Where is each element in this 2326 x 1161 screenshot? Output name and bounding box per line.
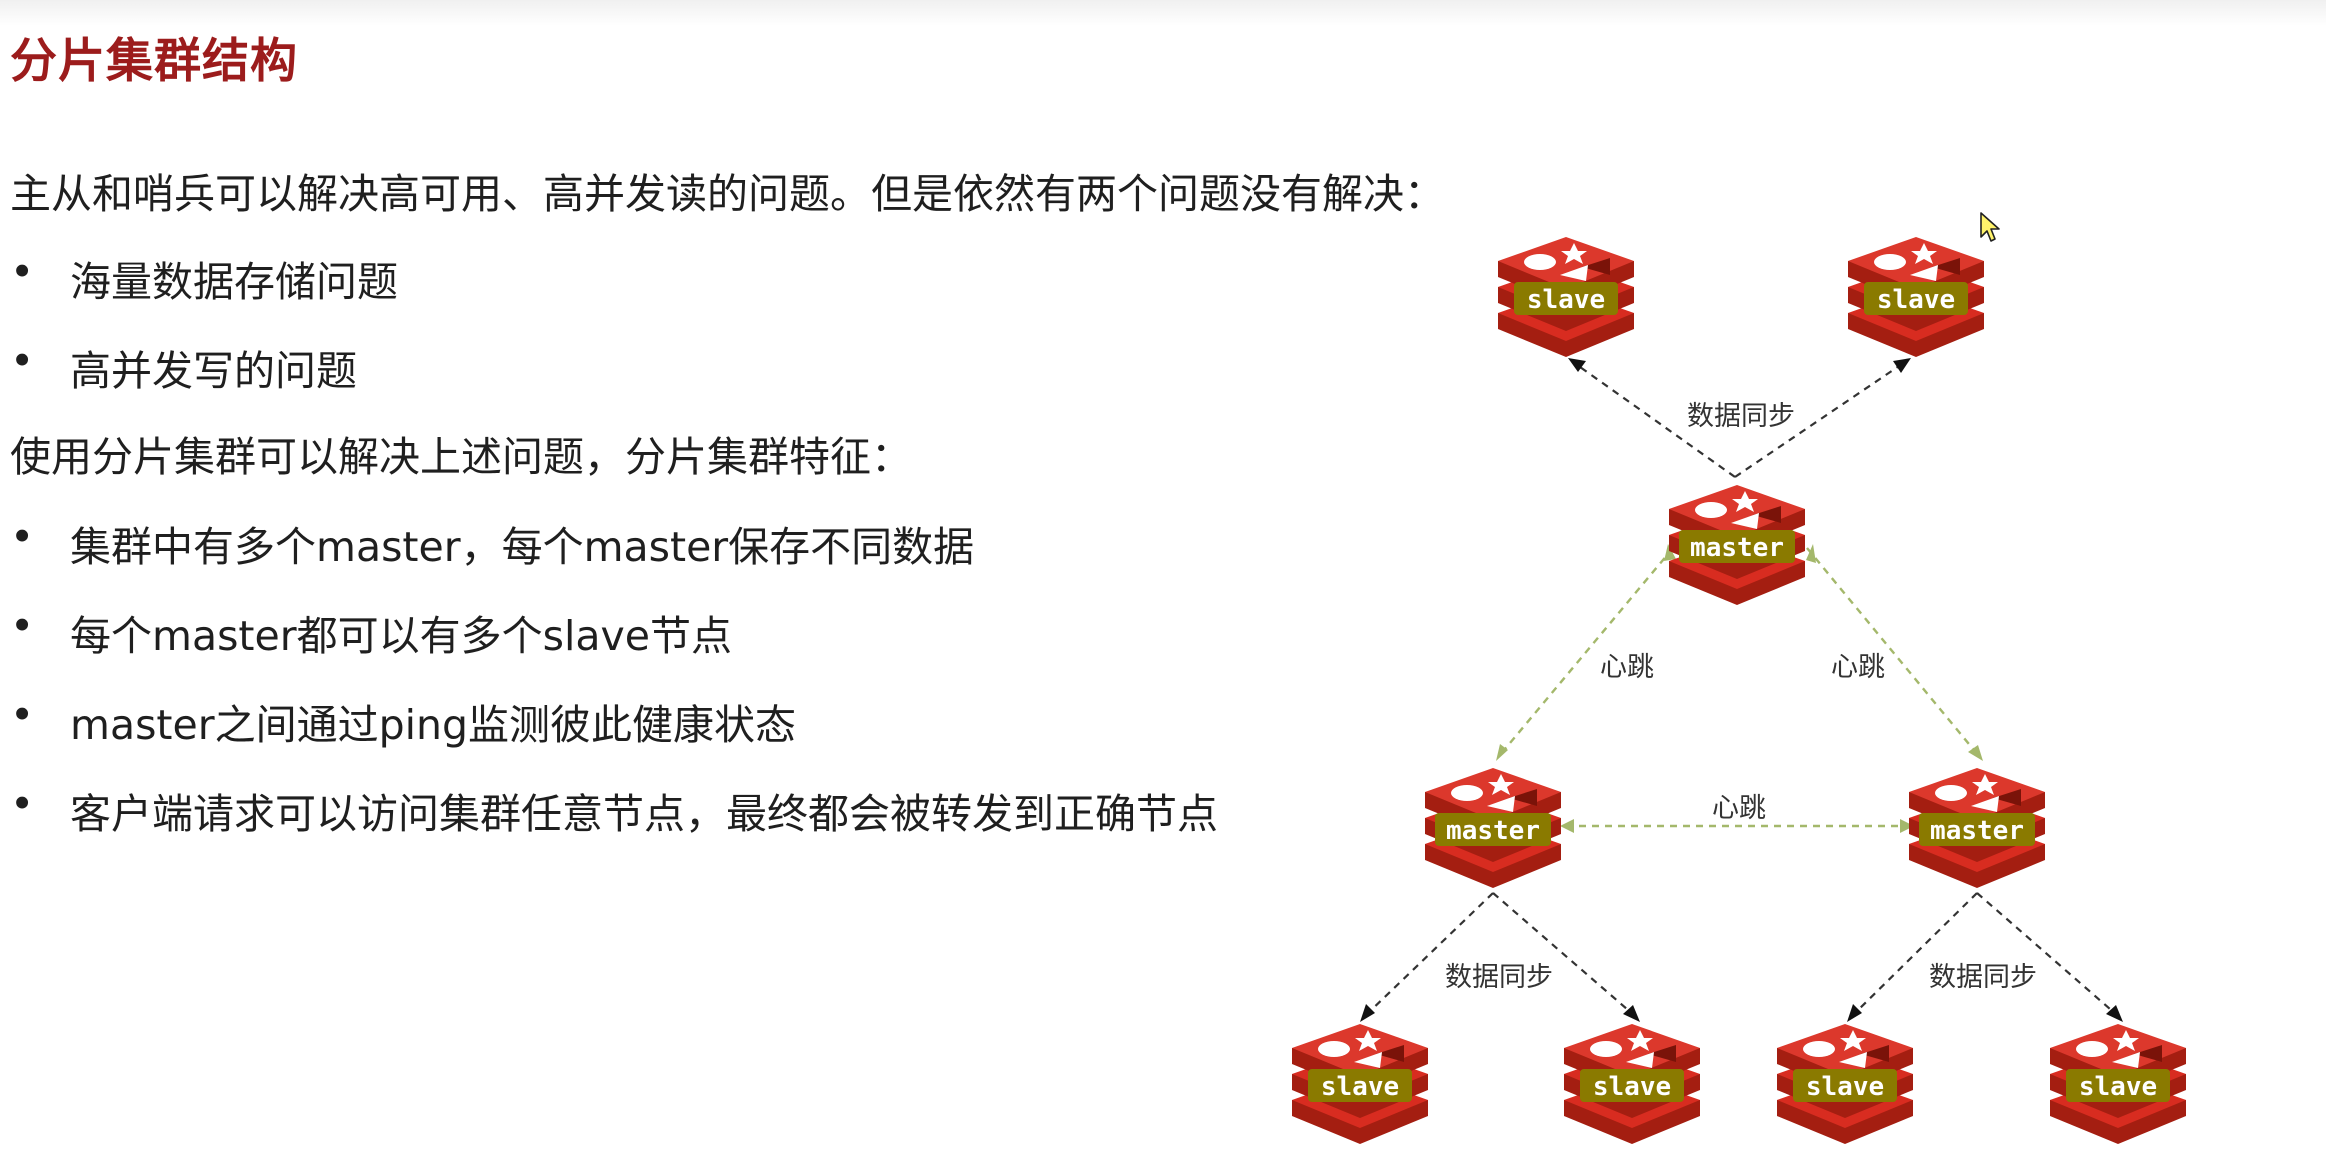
heartbeat-arrows [1499,547,1979,828]
heartbeat-label: 心跳 [1712,793,1766,824]
heartbeat-label: 心跳 [1600,652,1654,683]
bullet: • [10,602,35,650]
arrowhead [1623,1005,1640,1022]
node-label-bg [1435,813,1551,846]
heartbeat-arrow [1499,547,1674,756]
redis-master-node: master [1425,768,1561,888]
bullet: • [10,337,35,385]
redis-slave-node: slave [1848,237,1984,357]
node-label: slave [1593,1072,1671,1102]
sync-arrows [1364,361,2119,1017]
arrowhead [1496,744,1508,761]
arrowhead [1568,358,1586,372]
redis-slave-node: slave [1498,237,1634,357]
intro-text: 主从和哨兵可以解决高可用、高并发读的问题。但是依然有两个问题没有解决： [10,170,1445,218]
arrowhead [1560,819,1574,833]
redis-slave-node: slave [2050,1024,2186,1144]
top-bar [0,0,2326,26]
arrowhead [1968,745,1983,761]
sync-arrow [1734,361,1906,478]
node-label-bg [1864,282,1968,315]
node-label: slave [1806,1072,1884,1102]
arrowhead [1664,544,1676,561]
sync-arrow [1851,892,1978,1017]
sync-arrow [1976,892,2119,1017]
sync-label: 数据同步 [1687,401,1795,432]
heartbeat-label: 心跳 [1831,652,1885,683]
redis-slave-node: slave [1564,1024,1700,1144]
feature-text: 集群中有多个master，每个master保存不同数据 [70,523,975,571]
redis-slave-node: slave [1777,1024,1913,1144]
page-title: 分片集群结构 [10,34,298,89]
sync-label: 数据同步 [1929,962,2037,993]
arrowhead [1893,358,1911,373]
feature-text: 客户端请求可以访问集群任意节点，最终都会被转发到正确节点 [70,790,1218,838]
redis-master-node: master [1909,768,2045,888]
bullet: • [10,691,35,739]
sync-arrowheads [1360,358,2123,1022]
node-label-bg [1580,1069,1684,1102]
node-label: slave [1321,1072,1399,1102]
node-label: master [1446,816,1540,846]
node-label: master [1930,816,2024,846]
bullet: • [10,513,35,561]
arrowhead [1360,1004,1375,1022]
node-label-bg [2066,1069,2170,1102]
bullet: • [10,780,35,828]
problem-text: 高并发写的问题 [70,347,357,395]
node-label: master [1690,533,1784,563]
heartbeat-arrow [1806,547,1979,756]
node-label-bg [1514,282,1618,315]
node-label: slave [2079,1072,2157,1102]
arrowhead [1806,544,1816,563]
problem-text: 海量数据存储问题 [70,258,398,306]
mouse-cursor-icon [1980,212,2000,242]
heartbeat-arrowheads [1496,544,1983,833]
bullet: • [10,248,35,296]
feature-text: master之间通过ping监测彼此健康状态 [70,701,797,749]
arrowhead [1847,1004,1862,1022]
sync-label: 数据同步 [1445,962,1553,993]
arrowhead [1900,819,1914,833]
node-label-bg [1793,1069,1897,1102]
feature-text: 每个master都可以有多个slave节点 [70,612,732,660]
sync-arrow [1364,892,1494,1017]
redis-master-node: master [1669,485,1805,605]
arrowhead [2106,1005,2123,1022]
sync-arrow [1492,892,1636,1017]
node-label-bg [1919,813,2035,846]
node-label-bg [1308,1069,1412,1102]
node-label-bg [1679,530,1795,563]
feature-intro-text: 使用分片集群可以解决上述问题，分片集群特征： [10,433,912,481]
redis-slave-node: slave [1292,1024,1428,1144]
node-label: slave [1527,285,1605,315]
node-label: slave [1877,285,1955,315]
